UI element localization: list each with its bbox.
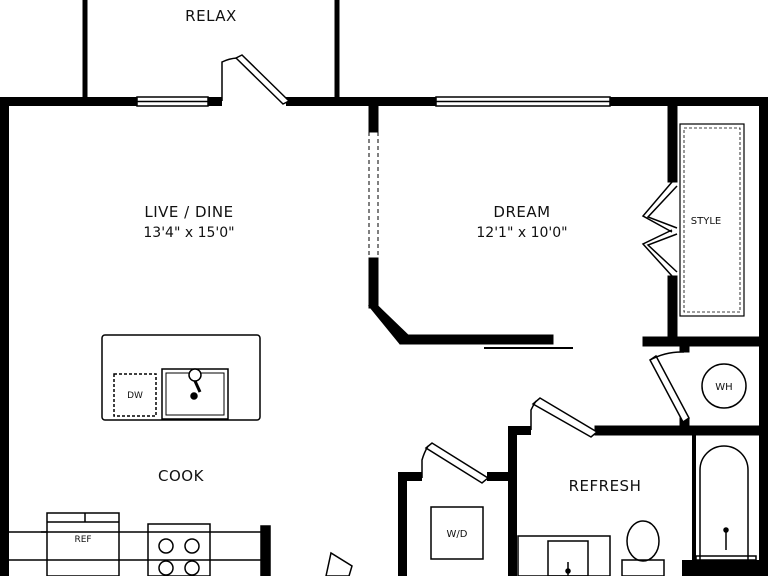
water-heater-closet xyxy=(594,345,760,436)
bedroom-walls xyxy=(367,105,573,349)
kitchen-counter xyxy=(9,512,271,576)
room-label-dream: DREAM xyxy=(493,203,550,221)
entry-door[interactable] xyxy=(325,551,353,576)
exterior-walls xyxy=(0,97,768,576)
bathroom-walls xyxy=(508,426,759,576)
water-heater-door[interactable] xyxy=(649,351,690,424)
room-label-cook: COOK xyxy=(158,467,205,485)
fixture-label-wd: W/D xyxy=(447,529,468,540)
laundry-door[interactable] xyxy=(421,442,490,484)
toilet xyxy=(621,520,665,576)
room-dimensions-dream: 12'1" x 10'0" xyxy=(476,225,567,241)
fixture-label-style: STYLE xyxy=(691,216,721,227)
room-label-refresh: REFRESH xyxy=(569,477,642,495)
room-label-relax: RELAX xyxy=(185,7,237,25)
windows xyxy=(136,96,611,107)
bathroom-vanity xyxy=(517,535,611,576)
room-label-live-dine: LIVE / DINE xyxy=(144,203,233,221)
balcony-walls xyxy=(82,0,340,100)
bathtub xyxy=(695,445,757,576)
fixture-label-wh: WH xyxy=(715,382,732,393)
closet-bifold-door[interactable] xyxy=(641,181,678,277)
kitchen-island xyxy=(101,334,261,421)
closet xyxy=(642,105,760,347)
laundry-walls xyxy=(398,472,517,576)
bathroom-door[interactable] xyxy=(530,397,599,438)
fixture-label-dw: DW xyxy=(127,391,143,401)
room-dimensions-live-dine: 13'4" x 15'0" xyxy=(143,225,234,241)
washer-dryer xyxy=(430,506,484,560)
fixture-label-ref: REF xyxy=(74,535,91,545)
balcony-door[interactable] xyxy=(221,54,291,105)
